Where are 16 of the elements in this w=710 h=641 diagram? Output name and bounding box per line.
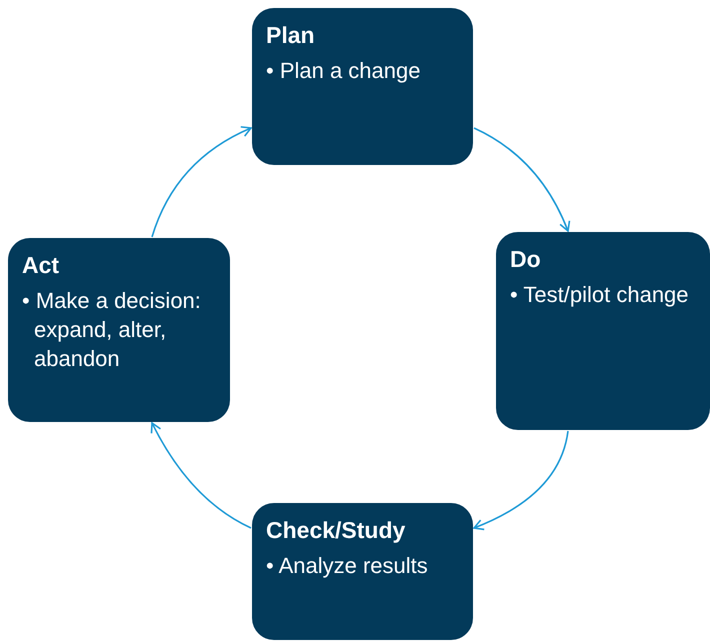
curved-arrow bbox=[474, 127, 570, 232]
curved-arrow bbox=[151, 126, 252, 238]
stage-description: • Test/pilot change bbox=[510, 281, 690, 309]
stage-description: • Make a decision: expand, alter, abandon bbox=[22, 287, 202, 373]
stage-title: Do bbox=[510, 245, 542, 274]
stage-box bbox=[252, 8, 473, 165]
curved-arrow bbox=[473, 430, 569, 530]
stage-title: Plan bbox=[266, 21, 316, 50]
stage-box bbox=[8, 238, 230, 422]
stage-description: • Plan a change bbox=[266, 57, 422, 85]
stage-box bbox=[496, 232, 710, 430]
stage-box bbox=[252, 503, 473, 640]
curved-arrow bbox=[150, 422, 252, 529]
stage-title: Check/Study bbox=[266, 516, 406, 545]
stage-title: Act bbox=[22, 251, 60, 280]
stage-description: • Analyze results bbox=[266, 552, 429, 580]
